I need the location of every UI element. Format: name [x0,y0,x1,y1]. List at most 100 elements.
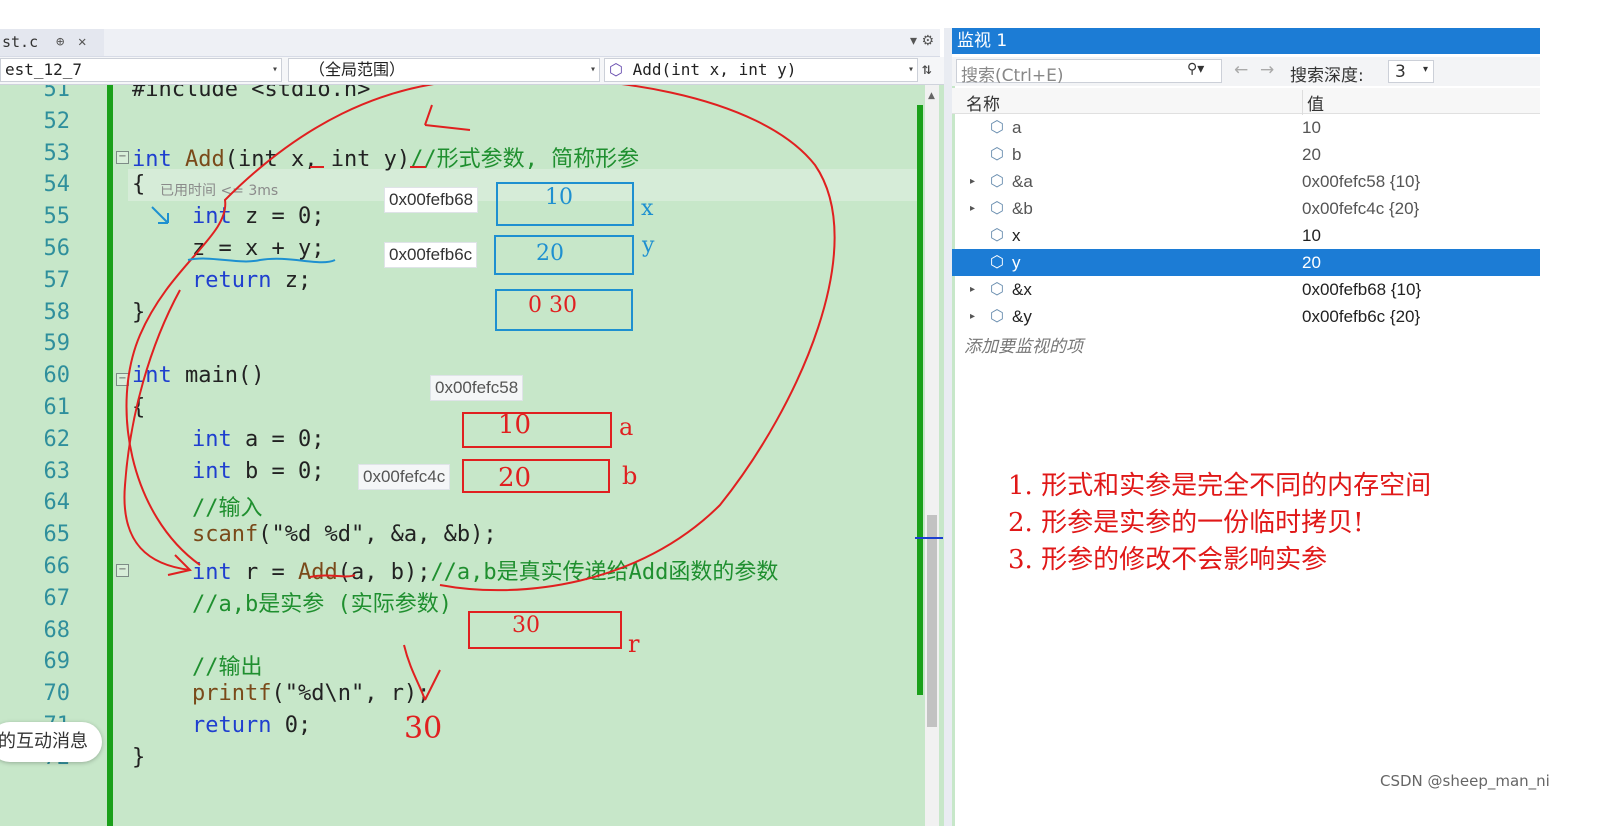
variable-icon: ⬡ [990,173,1004,190]
code-text: z = 0; [244,204,325,230]
watch-name: b [1012,145,1022,164]
scope-dropdown[interactable]: （全局范围） ▾ [288,58,600,82]
code-line[interactable]: } [132,745,145,770]
scroll-up-icon[interactable]: ▲ [928,91,935,101]
settings-icon[interactable]: ▾ ⚙ [909,33,934,49]
code-line[interactable]: printf("%d\n", r); [192,681,430,706]
line-number: 53 [43,140,71,166]
watch-value: 0x00fefb68 {10} [1302,280,1422,299]
line-number: 66 [43,554,71,579]
add-watch-item[interactable]: 添加要监视的项 [964,337,1083,357]
address-label-x: 0x00fefb68 [384,187,479,213]
code-line[interactable]: return z; [192,268,311,293]
code-line[interactable]: int Add(int x, int y)//形式参数, 简称形参 [132,141,639,173]
search-depth-dropdown[interactable]: 3 ▾ [1388,60,1434,83]
code-text: z; [284,267,312,293]
watch-name: x [1012,226,1021,245]
memory-box-r [468,611,622,649]
fold-toggle-icon[interactable]: − [116,150,129,164]
code-line[interactable]: //输入 [192,490,263,522]
caret-marker [915,537,943,539]
arrow-blue [151,206,169,224]
watch-toolbar: 搜索(Ctrl+E) ⚲▾ ← → 搜索深度: 3 ▾ [952,57,1540,86]
code-line[interactable]: int z = 0; [192,204,324,229]
line-number: 51 [43,85,71,102]
watch-row[interactable]: ▸ ⬡ &a 0x00fefc58 {10} [952,168,1540,195]
code-line[interactable]: return 0; [192,713,311,738]
code-line[interactable]: z = x + y; [192,236,324,261]
watch-title-label: 监视 1 [957,31,1008,51]
code-line[interactable]: #include <stdio.h> [132,85,370,102]
expand-arrow-icon[interactable]: ▸ [970,176,976,187]
function-token: Add [297,560,338,585]
label-y: y [642,233,655,258]
code-line[interactable]: //a,b是实参 (实际参数) [192,586,452,618]
comment-token: //输出 [192,655,263,681]
scroll-thumb[interactable] [927,515,937,727]
comment-token: //a,b是实参 (实际参数) [192,591,452,617]
watch-value: 0x00fefc58 {10} [1302,172,1421,191]
code-text: { [132,172,146,198]
address-label-b: 0x00fefc4c [358,464,451,490]
watch-name: &x [1012,280,1032,299]
search-icon[interactable]: ⚲▾ [1187,61,1205,77]
note-item: 2. 形参是实参的一份临时拷贝! [1008,508,1364,538]
editor-scrollbar[interactable]: ▲ [915,85,943,826]
code-line[interactable]: } [132,300,145,325]
fold-toggle-icon[interactable]: − [116,564,129,577]
code-text: (a, b); [337,560,431,585]
watch-name: &a [1012,172,1033,191]
back-arrow-icon[interactable]: ← [1234,60,1249,80]
code-line[interactable]: int a = 0; [192,427,324,452]
expand-arrow-icon[interactable]: ▸ [970,203,976,214]
function-dropdown[interactable]: ⬡ Add(int x, int y) ▾ [604,58,918,82]
annotation-arrows [123,85,836,701]
search-depth-label: 搜索深度: [1290,66,1364,86]
expand-arrow-icon[interactable]: ▸ [970,284,976,295]
watch-name: &b [1012,199,1033,218]
code-text: r = [244,560,298,585]
line-number: 55 [43,204,71,230]
underline-z [187,257,336,264]
code-text: 0; [284,713,312,738]
current-line-highlight [128,169,918,201]
code-line[interactable]: int r = Add(a, b);//a,b是真实传递给Add函数的参数 [192,554,778,586]
code-line[interactable]: int main() [132,363,264,388]
watch-search-input[interactable]: 搜索(Ctrl+E) ⚲▾ [956,59,1222,86]
chat-bubble[interactable]: 的互动消息 [0,722,102,762]
line-number: 68 [43,617,71,643]
value-y: 20 [536,241,564,266]
file-tab[interactable]: st.c ⊕ ✕ [0,29,104,56]
split-icon[interactable]: ⇅ [922,59,932,78]
line-number: 61 [43,395,71,420]
value-a: 10 [498,410,532,440]
line-number: 62 [43,426,71,452]
project-dropdown[interactable]: est_12_7 ▾ [0,58,282,82]
code-line[interactable]: //输出 [192,649,263,681]
watch-value: 20 [1302,145,1321,164]
arrow-args-to-params [125,85,836,592]
forward-arrow-icon[interactable]: → [1260,60,1275,80]
pane-divider[interactable] [944,28,952,826]
code-line[interactable]: int b = 0; [192,459,324,484]
line-number: 58 [43,299,71,325]
code-line[interactable]: { [132,172,145,197]
expand-arrow-icon[interactable]: ▸ [970,311,976,322]
pin-icon[interactable]: ⊕ [56,34,65,50]
watermark: CSDN @sheep_man_ni [1380,772,1550,790]
code-line[interactable]: scanf("%d %d", &a, &b); [192,522,497,547]
chevron-down-icon: ▾ [589,64,596,75]
column-value-header[interactable]: 值 [1302,90,1324,115]
navigation-bar: est_12_7 ▾ （全局范围） ▾ ⬡ Add(int x, int y) … [0,57,956,85]
keyword-token: int [132,146,185,172]
column-name-header[interactable]: 名称 [966,95,1000,115]
close-icon[interactable]: ✕ [78,34,87,50]
